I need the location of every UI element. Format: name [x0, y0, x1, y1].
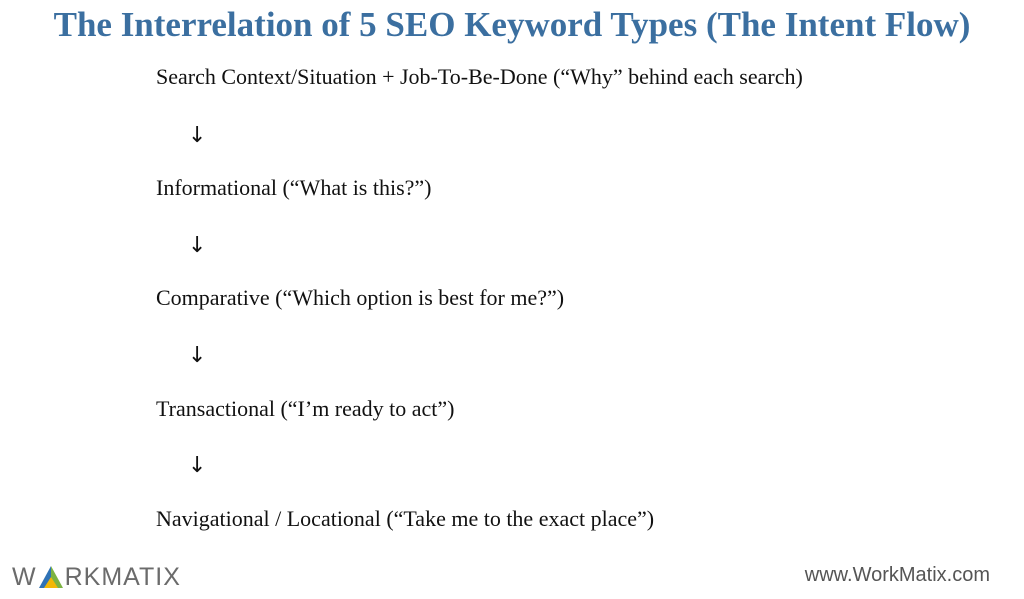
flow-step-transactional: Transactional (“I’m ready to act”) — [156, 396, 455, 421]
flow-step-informational: Informational (“What is this?”) — [156, 175, 432, 200]
logo-text-end: RKMATIX — [64, 562, 181, 591]
flow-step-navigational: Navigational / Locational (“Take me to t… — [156, 506, 655, 531]
diagram-title: The Interrelation of 5 SEO Keyword Types… — [53, 5, 971, 44]
down-arrow-icon: ↓ — [188, 123, 207, 148]
flow-step-context: Search Context/Situation + Job-To-Be-Don… — [156, 64, 803, 89]
website-url: www.WorkMatix.com — [804, 564, 990, 586]
down-arrow-icon: ↓ — [188, 343, 207, 368]
logo-triangle-icon — [38, 566, 63, 588]
down-arrow-icon: ↓ — [188, 233, 207, 258]
down-arrow-icon: ↓ — [188, 453, 207, 478]
flow-step-comparative: Comparative (“Which option is best for m… — [156, 285, 565, 310]
workmatix-logo: W RKMATIX — [12, 561, 181, 593]
logo-text-start: W — [12, 562, 37, 591]
